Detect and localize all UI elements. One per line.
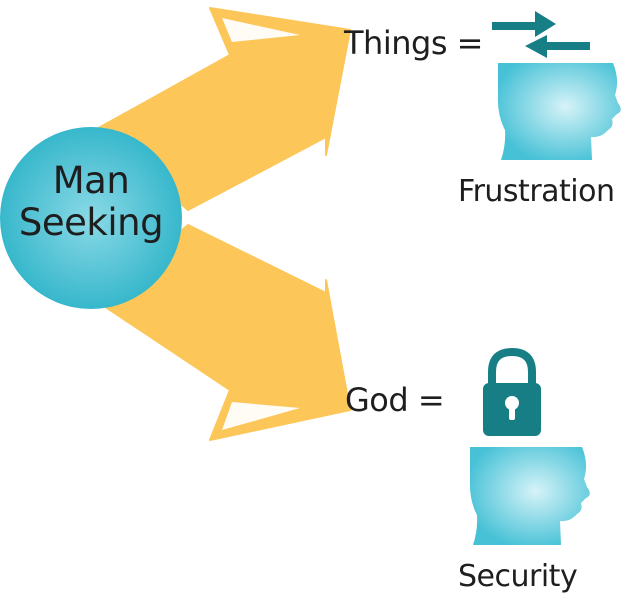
swap-arrows-icon <box>492 11 590 58</box>
god-label: God = <box>345 381 445 419</box>
frustration-label: Frustration <box>458 174 615 209</box>
center-label-line-2: Seeking <box>18 201 164 244</box>
head-icon-bottom <box>469 447 590 545</box>
security-label: Security <box>458 559 578 594</box>
head-icon-top <box>497 63 621 160</box>
padlock-icon <box>483 347 541 436</box>
center-label-line-1: Man <box>52 159 130 202</box>
center-label: Man Seeking <box>0 160 182 244</box>
things-label: Things = <box>344 24 483 62</box>
man-seeking-circle <box>0 127 182 309</box>
